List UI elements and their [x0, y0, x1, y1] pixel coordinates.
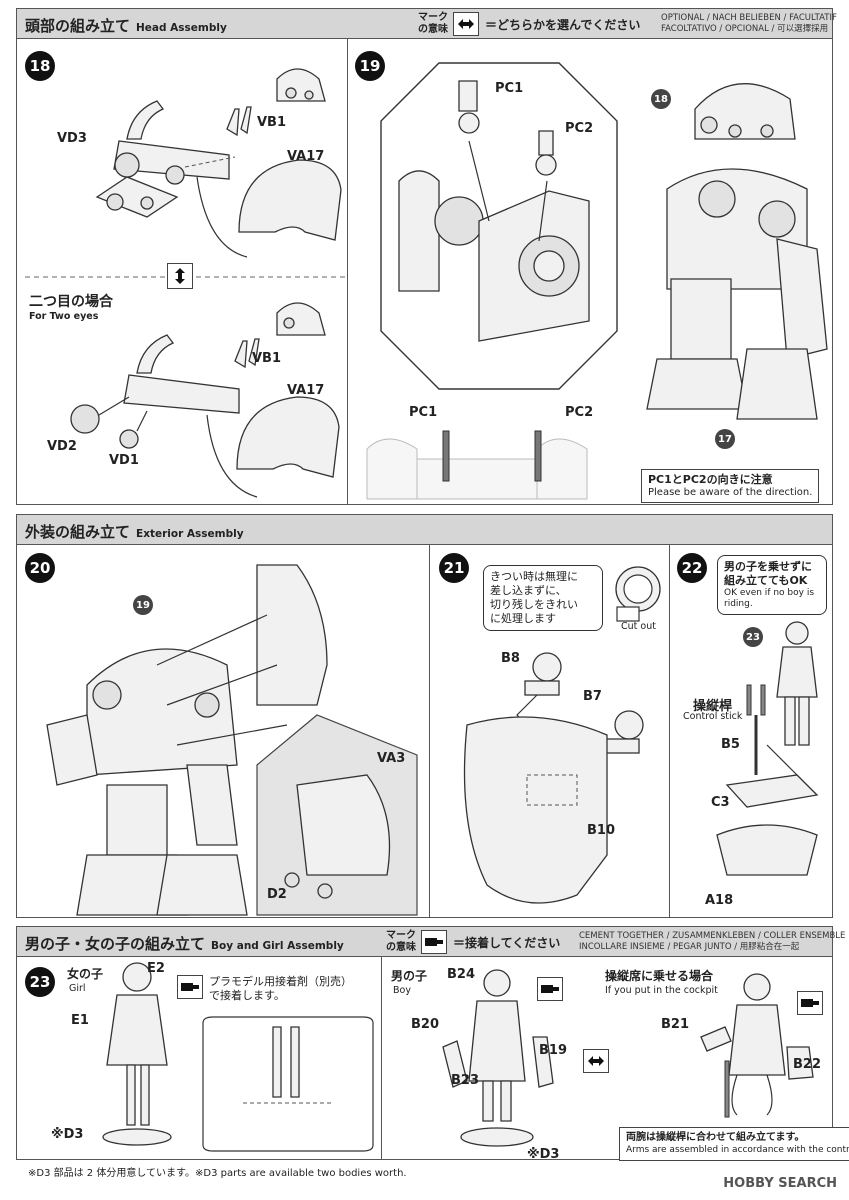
direction-note: PC1とPC2の向きに注意 Please be aware of the dir…	[641, 469, 820, 503]
girl-leg-detail	[202, 1016, 374, 1152]
cut-out-label: Cut out	[621, 621, 656, 632]
cut-out-detail	[615, 566, 661, 622]
girl-part-d3: ※D3	[51, 1127, 84, 1142]
step-21-number: 21	[439, 553, 469, 583]
boy-part-b19: B19	[539, 1043, 567, 1058]
column-divider	[381, 957, 382, 1159]
control-stick-label-jp: 操縦桿	[693, 699, 733, 714]
choose-either-icon	[583, 1049, 609, 1073]
ref-step-18: 18	[651, 89, 671, 109]
step-18-number: 18	[25, 51, 55, 81]
part-label-d2: D2	[267, 887, 287, 902]
step-22-number: 22	[677, 553, 707, 583]
step-23-number: 23	[25, 967, 55, 997]
parts-footnote: ※D3 部品は 2 体分用意しています。※D3 parts are availa…	[28, 1168, 407, 1179]
ref-step-19: 19	[133, 595, 153, 615]
cockpit-label-jp: 操縦席に乗せる場合	[605, 969, 714, 983]
part-label-a18: A18	[705, 893, 734, 908]
control-stick-label-en: Control stick	[683, 711, 743, 722]
step-20-number: 20	[25, 553, 55, 583]
cockpit-note: 両腕は操縦桿に合わせて組み立てます。 Arms are assembled in…	[619, 1127, 849, 1161]
mark-label: マーク の意味	[418, 12, 448, 35]
head-illustration-two-eyes	[70, 302, 340, 498]
cockpit-boy-illustration	[700, 973, 814, 1118]
boy-figure-illustration	[442, 969, 554, 1147]
cockpit-part-b21: B21	[661, 1017, 689, 1032]
armor-plate-illustration	[463, 652, 644, 904]
part-label-pc2: PC2	[565, 121, 594, 136]
detail-label-pc2: PC2	[565, 405, 594, 420]
part-label-b7: B7	[583, 689, 602, 704]
part-label-b5: B5	[721, 737, 740, 752]
robot-torso-illustration	[646, 83, 828, 420]
boy-part-b24: B24	[447, 967, 475, 982]
cockpit-part-b22: B22	[793, 1057, 821, 1072]
choose-either-icon	[167, 263, 193, 289]
robot-body-illustration	[46, 564, 418, 916]
alt-part-label-vd1: VD1	[109, 453, 139, 468]
site-watermark: HOBBY SEARCH	[723, 1176, 837, 1191]
legend-translations: CEMENT TOGETHER / ZUSAMMENKLEBEN / COLLE…	[579, 931, 846, 952]
alt-part-label-vd2: VD2	[47, 439, 77, 454]
alt-part-label-va17: VA17	[287, 383, 325, 398]
alt-title-en: For Two eyes	[29, 311, 99, 322]
legend-translations: OPTIONAL / NACH BELIEBEN / FACULTATIF FA…	[661, 13, 837, 34]
direction-detail	[366, 430, 588, 500]
column-divider	[429, 545, 430, 917]
glue-note: プラモデル用接着剤（別売） で接着します。	[209, 975, 352, 1002]
ref-step-23: 23	[743, 627, 763, 647]
alt-title-jp: 二つ目の場合	[29, 294, 113, 310]
mark-label: マーク の意味	[386, 930, 416, 953]
girl-label-en: Girl	[69, 983, 86, 994]
trim-advice-balloon: きつい時は無理に 差し込まずに、 切り残しをきれい に処理します	[483, 565, 603, 631]
cement-tube-icon	[421, 930, 447, 954]
boy-part-d3: ※D3	[527, 1147, 560, 1162]
head-illustration-one-eye	[95, 68, 342, 258]
part-label-vb1: VB1	[257, 115, 287, 130]
part-label-pc1: PC1	[495, 81, 524, 96]
boy-part-b20: B20	[411, 1017, 439, 1032]
detail-octagon-frame	[380, 62, 618, 390]
column-divider	[669, 545, 670, 917]
girl-part-e1: E1	[71, 1013, 89, 1028]
ref-step-17: 17	[715, 429, 735, 449]
part-label-vd3: VD3	[57, 131, 87, 146]
cockpit-seat-illustration	[716, 684, 819, 876]
girl-part-e2: E2	[147, 961, 165, 976]
cement-legend: マーク の意味 ＝接着してください CEMENT TOGETHER / ZUSA…	[383, 930, 845, 956]
girl-figure-illustration	[102, 962, 172, 1146]
part-label-b8: B8	[501, 651, 520, 666]
part-label-b10: B10	[587, 823, 615, 838]
legend-meaning: ＝どちらかを選んでください	[485, 18, 641, 32]
alt-part-label-vb1: VB1	[252, 351, 282, 366]
part-label-va3: VA3	[377, 751, 406, 766]
cockpit-label-en: If you put in the cockpit	[605, 985, 718, 996]
column-divider	[347, 39, 348, 504]
choose-either-icon	[453, 12, 479, 36]
boy-figure-illustration	[776, 621, 818, 746]
cement-tube-icon	[177, 975, 203, 999]
boy-label-jp: 男の子	[391, 969, 428, 983]
part-label-c3: C3	[711, 795, 730, 810]
cement-tube-icon	[797, 991, 823, 1015]
cement-tube-icon	[537, 977, 563, 1001]
boy-part-b23: B23	[451, 1073, 479, 1088]
no-boy-balloon: 男の子を乗せずに 組み立ててもOK OK even if no boy is r…	[717, 555, 827, 615]
step-19-number: 19	[355, 51, 385, 81]
detail-label-pc1: PC1	[409, 405, 438, 420]
optional-legend: マーク の意味 ＝どちらかを選んでください OPTIONAL / NACH BE…	[415, 12, 837, 38]
part-label-va17: VA17	[287, 149, 325, 164]
girl-label-jp: 女の子	[67, 967, 104, 981]
legend-meaning: ＝接着してください	[453, 936, 561, 950]
boy-label-en: Boy	[393, 985, 411, 996]
